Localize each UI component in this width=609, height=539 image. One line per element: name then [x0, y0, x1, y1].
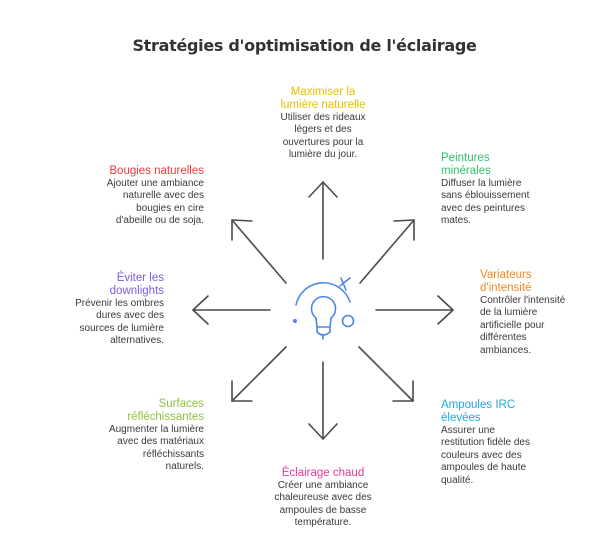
- lightbulb-icon: [292, 277, 355, 340]
- arrow-left-icon: [192, 295, 271, 325]
- arrow-down-icon: [308, 361, 338, 440]
- page-title: Stratégies d'optimisation de l'éclairage: [132, 36, 477, 55]
- arrow-right-icon: [375, 295, 454, 325]
- arrow-up-icon: [308, 181, 338, 260]
- arrow-down-right-icon: [358, 346, 414, 402]
- arrow-up-right-icon: [359, 219, 415, 284]
- node-title: Éclairage chaud: [281, 467, 365, 479]
- arrow-down-left-icon: [231, 346, 287, 402]
- node-title: Bougies naturelles: [109, 165, 204, 177]
- arrow-up-left-icon: [231, 219, 287, 284]
